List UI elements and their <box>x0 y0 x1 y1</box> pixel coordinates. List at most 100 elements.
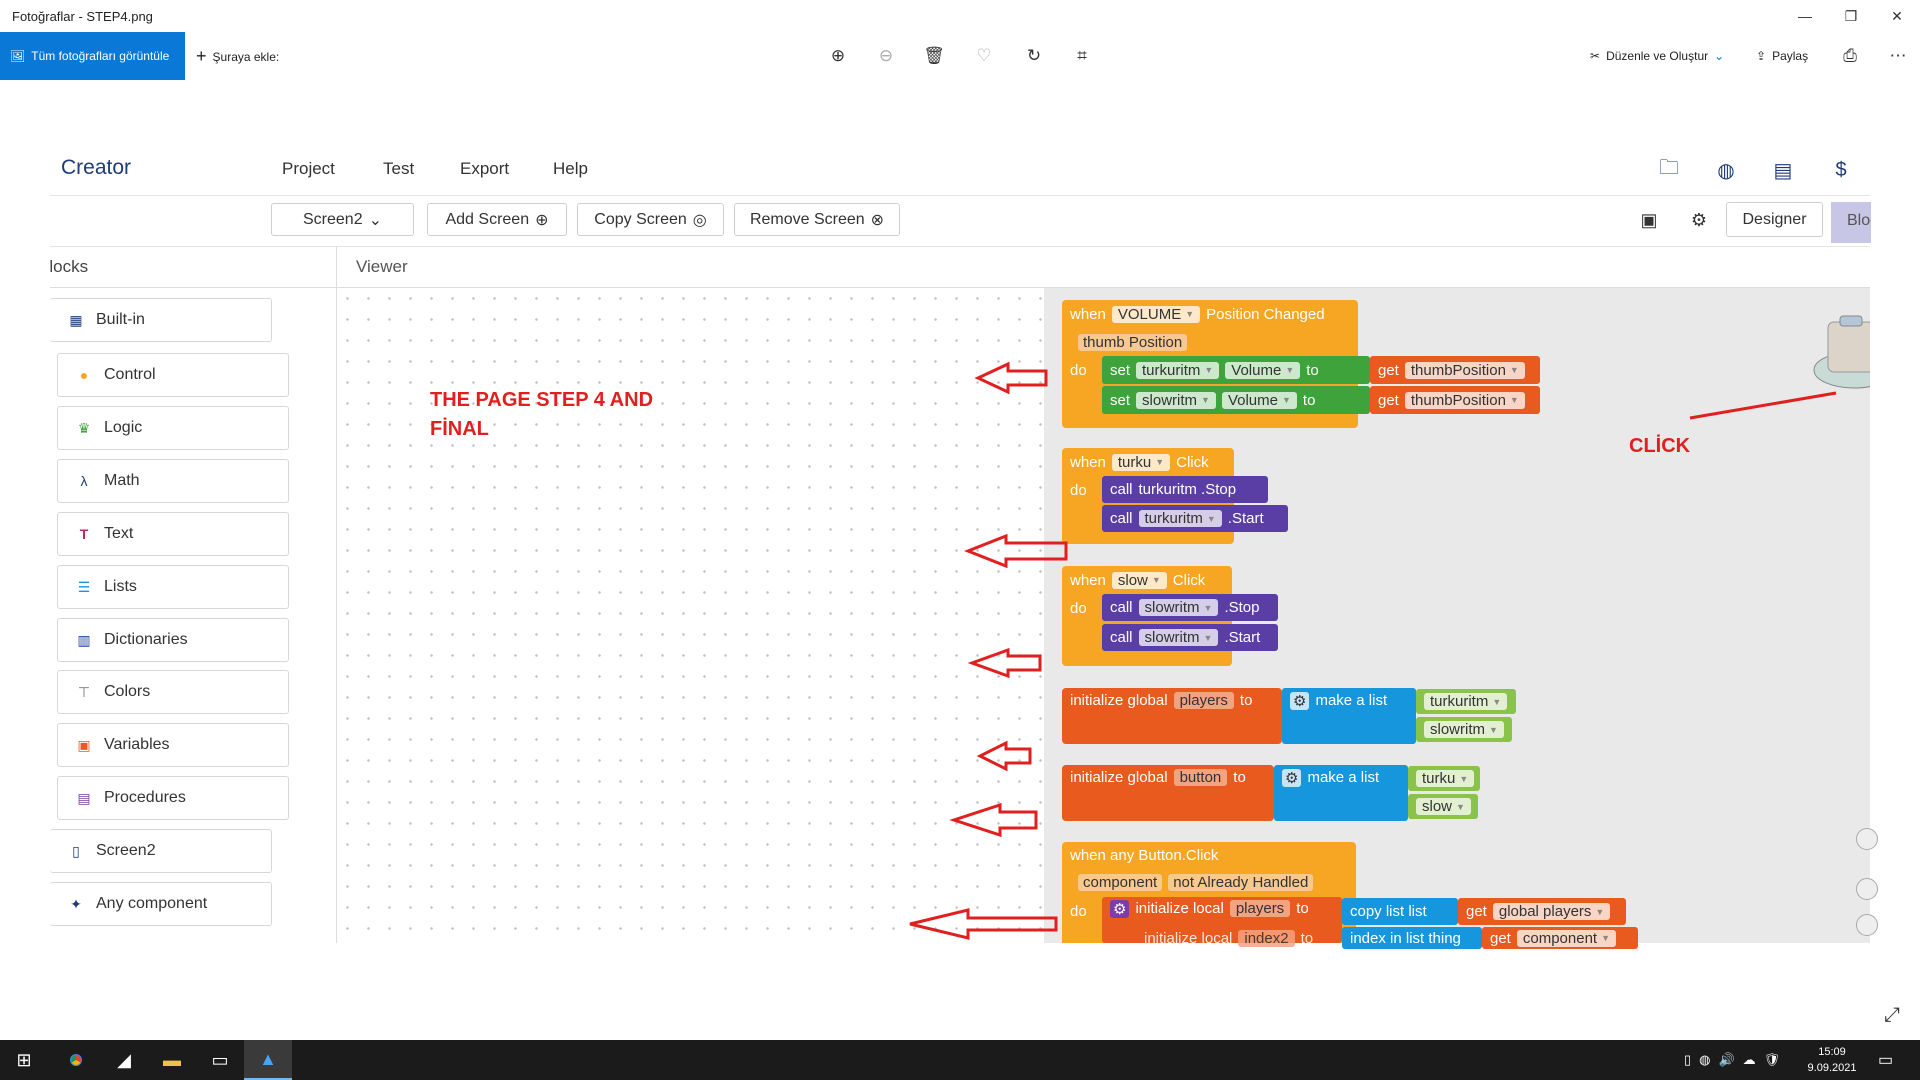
recenter-icon[interactable] <box>1856 828 1878 850</box>
gear-icon[interactable]: ⚙ <box>1290 692 1310 710</box>
component-block[interactable]: slow▼ <box>1408 794 1478 819</box>
get-block[interactable]: get global players▼ <box>1458 898 1626 925</box>
share-button[interactable]: ⇪ Paylaş <box>1756 49 1808 63</box>
copy-list-block[interactable]: copy list list <box>1342 898 1458 925</box>
menu-export[interactable]: Export <box>460 159 510 178</box>
param-not-already-handled[interactable]: not Already Handled <box>1168 873 1314 891</box>
screen-select-button[interactable]: Screen2 ⌄ <box>271 203 414 236</box>
edit-create-button[interactable]: ✂ Düzenle ve Oluştur ⌄ <box>1590 49 1724 63</box>
variable-name-field[interactable]: players <box>1229 900 1291 917</box>
minimize-button[interactable]: — <box>1798 8 1812 24</box>
component-dropdown[interactable]: slowritm▼ <box>1424 721 1504 738</box>
start-icon[interactable]: ⊞ <box>16 1049 32 1070</box>
property-dropdown[interactable]: Volume▼ <box>1221 391 1297 409</box>
set-block[interactable]: set turkuritm▼ Volume▼ to <box>1102 356 1370 384</box>
all-photos-button[interactable]: 🖼 Tüm fotoğrafları görüntüle <box>0 32 185 80</box>
any-component-drawer[interactable]: ✦ Any component <box>50 882 272 926</box>
photos-app-icon[interactable]: ▲ <box>244 1040 292 1080</box>
chrome-icon[interactable] <box>52 1040 100 1080</box>
image-icon[interactable]: ▣ <box>1640 209 1658 230</box>
make-list-block[interactable]: ⚙ make a list <box>1274 765 1408 821</box>
init-players-block[interactable]: initialize global players to <box>1062 688 1282 744</box>
more-icon[interactable]: ⋯ <box>1889 46 1907 65</box>
param-thumb-position[interactable]: thumb Position <box>1078 333 1188 351</box>
menu-test[interactable]: Test <box>383 159 415 178</box>
guide-icon[interactable]: ▤ <box>1773 159 1793 182</box>
property-dropdown[interactable]: Volume▼ <box>1225 361 1301 379</box>
notifications-icon[interactable]: ▭ <box>1878 1052 1894 1069</box>
drawer-lists[interactable]: ☰Lists <box>57 565 289 609</box>
component-dropdown[interactable]: turku▼ <box>1416 770 1475 787</box>
variable-name-field[interactable]: button <box>1173 769 1228 786</box>
variable-dropdown[interactable]: global players▼ <box>1492 903 1611 920</box>
print-icon[interactable]: ⎙ <box>1843 46 1857 65</box>
crop-icon[interactable]: ⌗ <box>1077 46 1087 65</box>
remove-screen-button[interactable]: Remove Screen ⊗ <box>734 203 900 236</box>
favorite-icon[interactable]: ♡ <box>976 46 992 65</box>
call-stop-block[interactable]: call turkuritm .Stop <box>1102 476 1268 503</box>
close-button[interactable]: ✕ <box>1891 7 1903 24</box>
add-screen-button[interactable]: Add Screen ⊕ <box>427 203 567 236</box>
menu-project[interactable]: Project <box>282 159 335 178</box>
fullscreen-icon[interactable]: ⤢ <box>1884 1004 1900 1026</box>
gear-icon[interactable]: ⚙ <box>1110 900 1130 918</box>
drawer-logic[interactable]: ♛Logic <box>57 406 289 450</box>
zoom-out-icon[interactable] <box>1856 914 1878 936</box>
drawer-dictionaries[interactable]: ▥Dictionaries <box>57 618 289 662</box>
component-dropdown[interactable]: turku▼ <box>1111 453 1171 471</box>
init-local-block[interactable]: ⚙ initialize local players to <box>1102 897 1342 943</box>
zoom-in-icon[interactable]: ⊕ <box>830 46 846 65</box>
system-tray-icons[interactable]: ▯◍🔊☁🛡 <box>1684 1052 1789 1067</box>
component-block[interactable]: turku▼ <box>1408 766 1480 791</box>
restore-button[interactable]: ❐ <box>1844 7 1858 24</box>
drawer-control[interactable]: ●Control <box>57 353 289 397</box>
clock[interactable]: 15:09 9.09.2021 <box>1800 1044 1864 1076</box>
component-dropdown[interactable]: VOLUME▼ <box>1111 305 1201 323</box>
get-block[interactable]: get thumbPosition▼ <box>1370 386 1540 414</box>
set-block[interactable]: set slowritm▼ Volume▼ to <box>1102 386 1370 414</box>
call-start-block[interactable]: call turkuritm▼ .Start <box>1102 505 1288 532</box>
rotate-icon[interactable]: ↻ <box>1026 46 1042 65</box>
component-dropdown[interactable]: turkuritm▼ <box>1138 510 1222 527</box>
get-block[interactable]: get thumbPosition▼ <box>1370 356 1540 384</box>
make-list-block[interactable]: ⚙ make a list <box>1282 688 1416 744</box>
get-block[interactable]: get component▼ <box>1482 927 1638 949</box>
donate-icon[interactable]: $ <box>1835 158 1847 181</box>
app-icon[interactable]: ◢ <box>117 1049 131 1070</box>
file-explorer-icon[interactable]: ▬ <box>163 1049 181 1070</box>
copy-screen-button[interactable]: Copy Screen ◎ <box>577 203 724 236</box>
variable-dropdown[interactable]: component▼ <box>1516 929 1616 947</box>
init-button-block[interactable]: initialize global button to <box>1062 765 1274 821</box>
component-dropdown[interactable]: slowritm▼ <box>1138 629 1219 646</box>
builtin-drawer[interactable]: ▦ Built-in <box>50 298 272 342</box>
component-block[interactable]: turkuritm▼ <box>1416 689 1516 714</box>
gear-icon[interactable]: ⚙ <box>1282 769 1302 787</box>
zoom-out-icon[interactable]: ⊖ <box>878 46 894 65</box>
drawer-procedures[interactable]: ▤Procedures <box>57 776 289 820</box>
call-start-block[interactable]: call slowritm▼ .Start <box>1102 624 1278 651</box>
index-in-list-block[interactable]: index in list thing <box>1342 927 1482 949</box>
palette-icon[interactable]: ◍ <box>1717 159 1735 182</box>
param-component[interactable]: component <box>1078 873 1163 891</box>
component-dropdown[interactable]: slow▼ <box>1111 571 1167 589</box>
delete-icon[interactable]: 🗑 <box>923 46 945 65</box>
designer-button[interactable]: Designer <box>1726 202 1823 237</box>
add-to-button[interactable]: + Şuraya ekle: <box>196 46 279 67</box>
drawer-variables[interactable]: ▣Variables <box>57 723 289 767</box>
component-dropdown[interactable]: slowritm▼ <box>1136 391 1216 409</box>
component-dropdown[interactable]: slow▼ <box>1416 798 1471 815</box>
component-block[interactable]: slowritm▼ <box>1416 717 1512 742</box>
component-dropdown[interactable]: turkuritm▼ <box>1424 693 1508 710</box>
zoom-in-icon[interactable] <box>1856 878 1878 900</box>
component-dropdown[interactable]: turkuritm▼ <box>1136 361 1220 379</box>
terminal-icon[interactable]: ▭ <box>211 1049 229 1070</box>
call-stop-block[interactable]: call slowritm▼ .Stop <box>1102 594 1278 621</box>
variable-name-field[interactable]: players <box>1173 692 1234 709</box>
variable-name-field[interactable]: index2 <box>1238 929 1295 947</box>
drawer-colors[interactable]: ⊤Colors <box>57 670 289 714</box>
folder-icon[interactable]: 🗀 <box>1659 157 1679 179</box>
screen2-drawer[interactable]: ▯ Screen2 <box>50 829 272 873</box>
component-dropdown[interactable]: slowritm▼ <box>1138 599 1219 616</box>
